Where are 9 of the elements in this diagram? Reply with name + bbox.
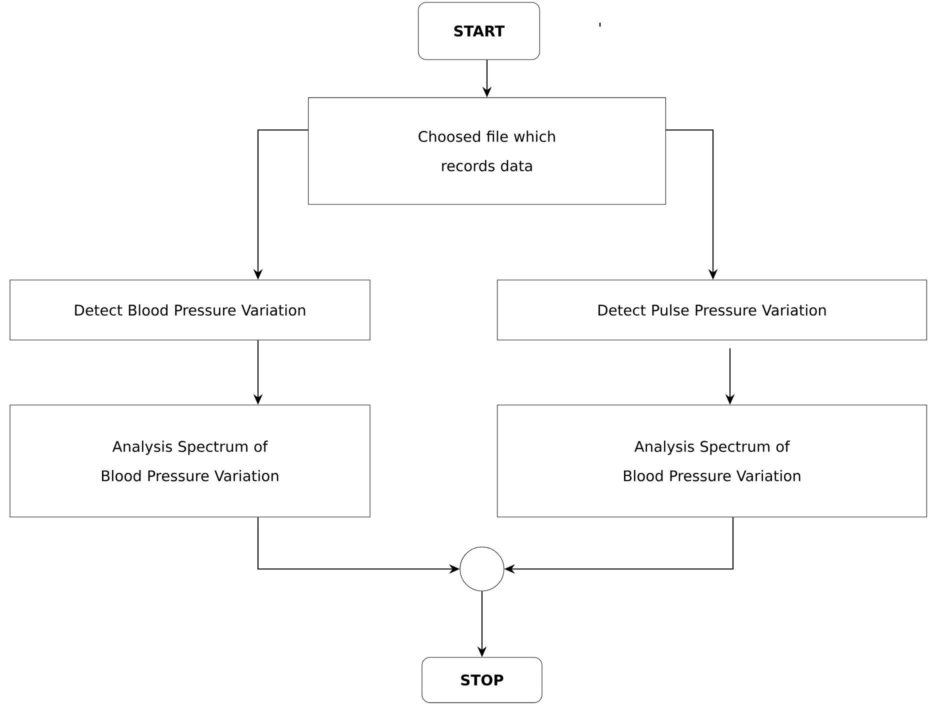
terminal-box: STOP xyxy=(422,657,542,703)
terminal-box: START xyxy=(418,2,540,60)
process-box: Analysis Spectrum of Blood Pressure Variation xyxy=(497,404,927,518)
process-box: Detect Pulse Pressure Variation xyxy=(497,280,927,340)
process-box: Choosed file which records data xyxy=(308,97,666,205)
note-mark: ' xyxy=(599,22,601,27)
junction-circle xyxy=(460,546,504,592)
process-box: Analysis Spectrum of Blood Pressure Variation xyxy=(10,404,370,518)
process-box: Detect Blood Pressure Variation xyxy=(10,280,370,340)
